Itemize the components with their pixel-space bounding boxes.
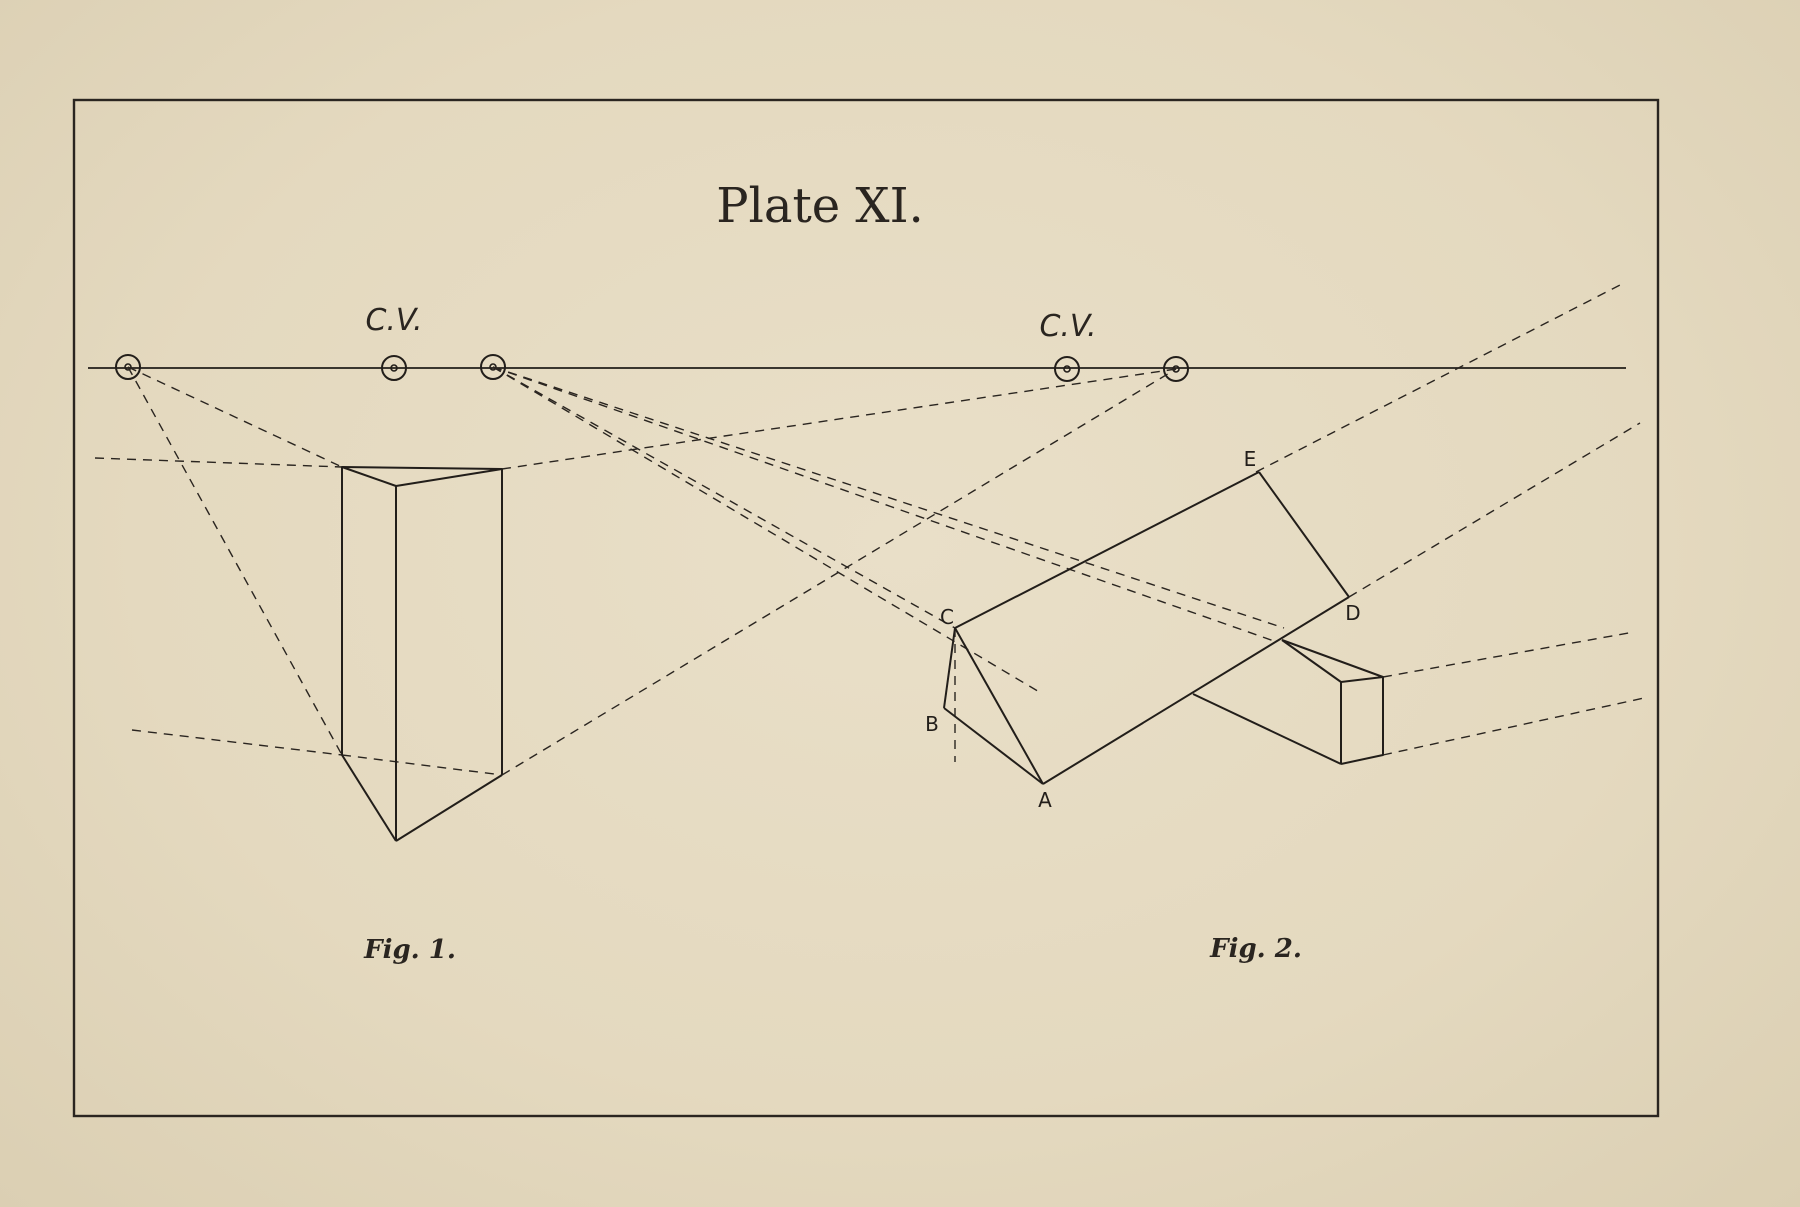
point-label-c: C [940, 605, 954, 629]
fig2-rectangular-block [1192, 639, 1384, 765]
point-label-b: B [925, 712, 939, 736]
fig1-caption: Fig. 1. [363, 935, 456, 965]
center-of-vision-label-fig2: C.V. [1039, 309, 1096, 344]
vanishing-point-right-fig1 [480, 354, 506, 380]
point-label-e: E [1244, 447, 1257, 471]
center-of-vision-label-fig1: C.V. [365, 303, 422, 338]
point-label-d: D [1345, 601, 1360, 625]
point-label-a: A [1038, 788, 1052, 812]
plate-title: Plate XI. [716, 178, 924, 234]
fig1-construction-lines [94, 366, 1285, 776]
plate-frame [72, 98, 1660, 1118]
fig2-caption: Fig. 2. [1209, 934, 1302, 964]
fig2-construction-lines [954, 284, 1645, 762]
center-of-vision-marker-fig1 [381, 355, 407, 381]
fig2-inclined-prism [943, 471, 1350, 785]
vanishing-point-left-fig1 [115, 354, 141, 380]
fig1-triangular-prism [341, 466, 503, 842]
center-of-vision-marker-fig2 [1054, 356, 1080, 382]
